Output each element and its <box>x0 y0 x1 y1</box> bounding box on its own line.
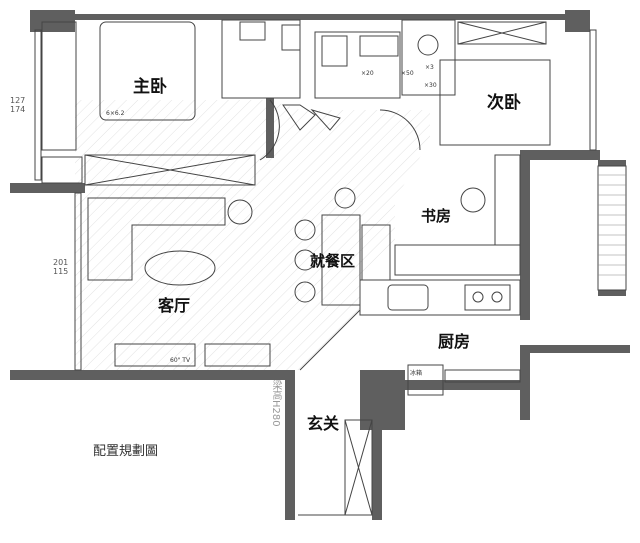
label-second-bedroom: 次卧 <box>487 93 521 113</box>
label-master-bedroom: 主卧 <box>133 77 167 97</box>
label-living-room: 客厅 <box>158 296 191 315</box>
walls <box>10 10 630 520</box>
bed-size: 6×6.2 <box>106 110 125 117</box>
bath-dim-x20: ×20 <box>361 70 374 77</box>
bath-dim-x3: ×3 <box>425 64 434 71</box>
beam-height-label: 梁高H280 <box>270 380 281 427</box>
fridge-label: 冰箱 <box>410 370 423 377</box>
tv-label: 60" TV <box>170 357 191 364</box>
dim-bottom: 174 <box>10 105 26 114</box>
bath-dim-x50: ×50 <box>401 70 414 77</box>
label-entrance: 玄关 <box>307 414 340 433</box>
fixtures <box>34 19 627 516</box>
stairs <box>598 174 626 276</box>
dim-top: 201 <box>53 258 69 267</box>
page-title: 配置規劃圖 <box>93 444 159 459</box>
dim-top: 127 <box>10 96 26 105</box>
label-study: 书房 <box>421 207 452 225</box>
label-kitchen: 厨房 <box>438 332 471 351</box>
dim-bottom: 115 <box>53 267 69 276</box>
label-dining: 就餐区 <box>310 252 356 270</box>
bath-dim-x30: ×30 <box>424 82 437 89</box>
floor-hatch <box>75 100 430 370</box>
